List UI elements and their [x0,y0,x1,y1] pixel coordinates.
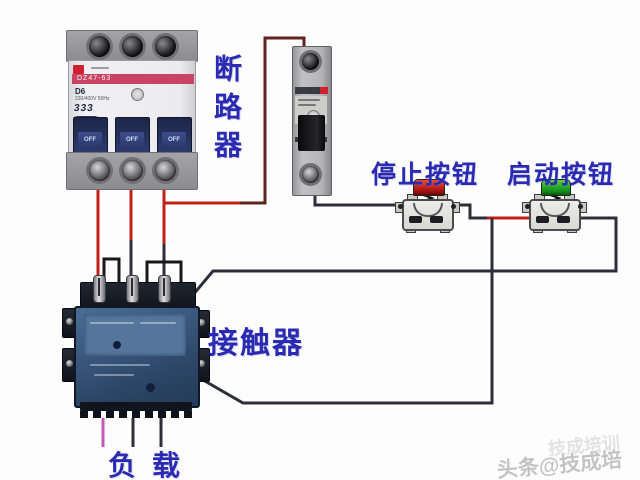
terminal-pin-icon [126,275,139,303]
breaker-label: 断路器 [211,54,242,168]
wire-junction-to-contactor-aux [190,218,494,405]
label-strip [295,87,327,94]
terminal-screw-icon [89,160,110,181]
text-smudge [140,322,176,324]
terminal-screw-icon [302,53,319,70]
text-smudge [90,364,150,366]
breaker-toggle-3: OFF [157,117,192,154]
toggle-label: OFF [120,132,144,148]
toggle-label: OFF [162,132,186,148]
start-button-cap [541,179,571,196]
brand-logo-icon [73,65,84,74]
terminal-pin-icon [158,275,171,303]
contactor-front-panel [84,314,186,356]
screw-dot-icon [451,204,456,209]
contactor-bottom-strip [80,402,192,411]
terminal-screw-icon [155,160,176,181]
screw-dot-icon [198,360,205,367]
breaker-spec: 230/400V 50Hz [75,96,110,102]
circuit-breaker-3p: DZ47-63 D6 230/400V 50Hz 333 OFF OFF OFF [66,30,198,190]
breaker-1p-toggle [298,115,325,151]
wire-start-to-contactor-coil [185,216,618,303]
breaker-toggle-1: OFF [73,117,108,154]
brand-text-smudge [91,67,109,69]
contactor-bottom-teeth [80,411,192,418]
terminal-screw-icon [89,36,110,57]
panel-dot-icon [146,383,155,392]
panel-dot-icon [113,341,121,349]
jumper-bracket-left [102,257,121,284]
screw-dot-icon [398,204,403,209]
screw-dot-icon [66,318,73,325]
terminal-screw-icon [155,36,176,57]
terminal-pin-icon [93,275,106,303]
contact-slot [536,216,549,223]
breaker-toggle-2: OFF [115,117,150,154]
text-smudge [298,104,316,106]
breaker-model-band: DZ47-63 [72,74,194,84]
contactor-body [74,306,200,408]
pole-mark: 333 [73,103,95,114]
stop-button-label: 停止按钮 [371,161,480,189]
contact-slot [409,216,422,223]
text-smudge [90,322,134,324]
screw-dot-icon [198,319,205,326]
jumper-bracket-right [145,260,183,284]
breaker-rating: D6 [75,87,86,96]
wire-tap-to-1p-breaker [240,36,306,205]
breaker-3p-top-terminal-block [66,30,198,62]
text-smudge [298,99,320,101]
stop-button-cap [413,179,445,196]
screw-dot-icon [66,360,73,367]
start-button-label: 启动按钮 [507,161,616,189]
terminal-screw-icon [122,36,143,57]
terminal-screw-icon [122,160,143,181]
terminal-screw-icon [302,166,319,183]
brand-mark-icon [320,87,328,94]
screw-dot-icon [525,204,530,209]
breaker-3p-bottom-terminal-block [66,152,198,190]
contactor-label: 接触器 [208,327,304,360]
load-label: 负载 [108,450,197,480]
screw-dot-icon [578,204,583,209]
text-smudge [94,374,134,376]
breaker-3p-body: DZ47-63 D6 230/400V 50Hz 333 OFF OFF OFF [68,60,196,154]
cert-mark-icon [131,88,144,101]
contact-slot [430,216,443,223]
toggle-label: OFF [78,132,102,148]
circuit-breaker-1p [292,46,332,196]
contact-slot [557,216,570,223]
